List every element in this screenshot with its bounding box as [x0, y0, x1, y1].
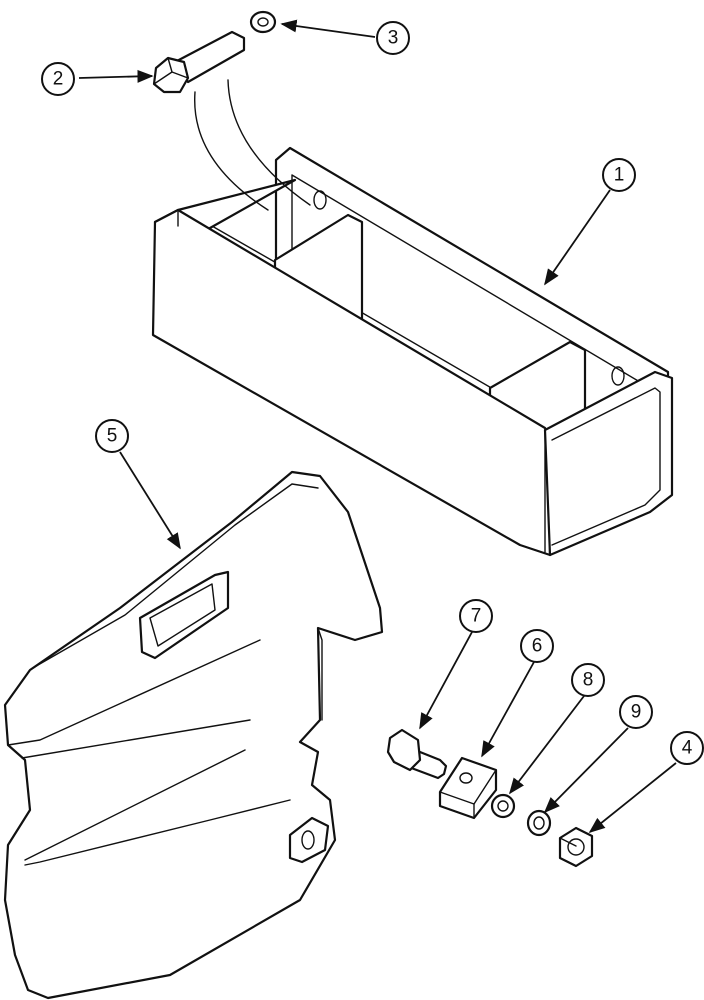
leader-2	[78, 69, 154, 83]
callout-2: 2	[41, 62, 75, 96]
weight-ridge-bottom	[24, 799, 291, 866]
leader-3	[280, 19, 376, 38]
bolt-head	[152, 56, 190, 94]
callout-8: 8	[571, 663, 605, 697]
callout-5-label: 5	[107, 426, 118, 447]
leader-7	[419, 631, 473, 730]
leader-5	[119, 451, 181, 550]
suitcase-weight	[3, 470, 384, 1000]
bolt-path-line-a	[194, 91, 269, 211]
callout-7-label: 7	[471, 606, 482, 627]
spacer-block	[438, 756, 498, 820]
weight-ridge-middle	[21, 719, 251, 759]
bracket-hole-right	[611, 366, 625, 386]
leader-8	[509, 695, 585, 795]
leader-9	[543, 727, 629, 814]
weight-ridge-upper	[7, 639, 261, 746]
callout-1-label: 1	[614, 165, 625, 186]
callout-6: 6	[520, 629, 554, 663]
leader-4	[588, 762, 677, 834]
callout-5: 5	[95, 419, 129, 453]
callout-3-label: 3	[388, 28, 399, 49]
weight-top-bevel	[29, 483, 319, 671]
lock-washer-top	[249, 10, 277, 34]
carriage-bolt-head	[386, 728, 422, 772]
weight-lug-hole	[301, 830, 315, 850]
callout-9-label: 9	[631, 702, 642, 723]
bracket-right-end	[543, 370, 674, 557]
leader-lines	[78, 19, 677, 834]
weight-body	[3, 470, 384, 1000]
carriage-bolt	[386, 728, 448, 780]
weight-bracket	[151, 146, 674, 557]
lock-washer	[526, 809, 552, 837]
leader-6	[481, 661, 535, 758]
callout-9: 9	[619, 695, 653, 729]
callout-2-label: 2	[53, 69, 64, 90]
callout-8-label: 8	[583, 670, 594, 691]
bolt-path-line-b	[227, 79, 311, 206]
weight-ridge-lower	[24, 749, 246, 861]
flat-washer	[490, 793, 516, 819]
callout-3: 3	[376, 21, 410, 55]
leader-1	[544, 189, 611, 286]
bracket-hole-left	[313, 190, 327, 210]
weight-handle-slot	[149, 583, 216, 647]
weight-handle-recess	[138, 570, 230, 660]
weight-bottom-lug	[288, 816, 330, 864]
bracket-right-end-inner	[551, 387, 661, 546]
bolt	[152, 30, 311, 211]
callout-4: 4	[670, 731, 704, 765]
callout-4-label: 4	[682, 738, 693, 759]
weight-side-notch	[317, 627, 323, 721]
hex-nut	[558, 826, 594, 868]
callout-7: 7	[459, 599, 493, 633]
callout-6-label: 6	[532, 636, 543, 657]
callout-1: 1	[602, 158, 636, 192]
bolt-head-facet-2	[153, 71, 173, 85]
